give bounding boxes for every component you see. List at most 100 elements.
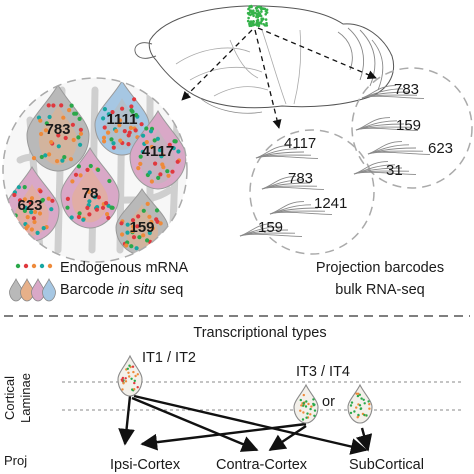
target-ipsi-cortex: Ipsi-Cortex <box>110 457 181 473</box>
mrna-dot <box>76 164 81 169</box>
mrna-dot <box>47 152 52 157</box>
mrna-dot <box>24 226 29 231</box>
mrna-dot <box>111 145 116 150</box>
mrna-dot <box>132 370 135 374</box>
mrna-dot <box>305 416 308 419</box>
legend-dot <box>23 263 29 269</box>
mrna-dot <box>96 167 101 172</box>
mrna-dot <box>102 125 107 130</box>
mrna-dot <box>65 205 70 210</box>
mrna-dot <box>147 214 152 219</box>
mrna-dot <box>175 159 180 164</box>
mrna-dot <box>356 394 360 398</box>
injection-dot <box>254 6 258 10</box>
target-subcortical: SubCortical <box>349 457 424 473</box>
injection-dot <box>249 22 252 26</box>
mrna-dot <box>94 207 99 212</box>
mrna-dot <box>133 379 136 382</box>
neuron-cell <box>94 80 150 156</box>
mrna-dot <box>100 205 106 210</box>
mrna-dot <box>149 144 154 150</box>
mrna-dot <box>125 230 130 235</box>
mrna-dot <box>105 212 110 217</box>
mrna-dot <box>349 411 353 415</box>
projection-fan <box>261 176 325 190</box>
mrna-dot <box>39 154 44 160</box>
legend-barcode-prefix: Barcode <box>60 282 118 298</box>
mrna-dot <box>101 135 107 140</box>
mrna-dot <box>12 192 17 198</box>
cell-barcode-label: 1111 <box>107 111 138 128</box>
injection-dot <box>261 17 264 21</box>
cell-barcode-label: 783 <box>45 121 70 138</box>
mrna-dot <box>125 222 130 227</box>
mrna-dot <box>12 220 18 225</box>
mrna-dot <box>131 365 135 368</box>
mrna-dot <box>312 404 315 407</box>
cell-barcode-label: 623 <box>17 197 42 214</box>
mrna-dot <box>368 403 371 406</box>
mrna-dot <box>368 407 371 410</box>
mrna-dot <box>102 139 107 144</box>
mrna-dot <box>47 114 52 120</box>
mrna-dot <box>132 97 137 102</box>
legend-dot <box>39 263 45 269</box>
it34-to-contra <box>268 425 307 451</box>
mrna-dot <box>173 139 178 144</box>
mrna-dot <box>78 173 83 178</box>
mrna-dot <box>141 233 146 238</box>
mrna-dot <box>133 381 136 385</box>
mrna-dot <box>67 108 72 113</box>
brain-internal-lines <box>175 29 302 105</box>
mrna-dot <box>158 172 163 177</box>
mrna-dot <box>92 195 98 200</box>
projection-fan <box>239 223 303 237</box>
panel-right-border <box>351 67 473 189</box>
mrna-dot <box>312 398 315 401</box>
mrna-dot <box>78 131 84 136</box>
mrna-dot <box>151 244 156 249</box>
legend-endogenous-text: Endogenous mRNA <box>60 260 188 276</box>
mrna-dot <box>133 388 136 391</box>
mrna-dot <box>25 215 30 220</box>
mrna-dot <box>129 108 134 113</box>
injection-dot <box>259 6 262 9</box>
mrna-dot <box>170 169 175 174</box>
mrna-dot <box>147 170 152 175</box>
mrna-dot <box>41 226 46 231</box>
mrna-dot <box>149 219 154 225</box>
projection-arrows <box>181 27 377 129</box>
mrna-dot <box>17 198 23 203</box>
injection-dot <box>257 24 261 28</box>
mrna-dot <box>29 196 35 201</box>
projection-fan <box>367 141 431 155</box>
mrna-dot <box>121 388 124 391</box>
injection-dot <box>253 23 257 26</box>
barcode-label: 159 <box>396 117 421 134</box>
mrna-dot <box>126 367 129 370</box>
cell-barcode-label: 159 <box>129 219 154 236</box>
injection-dot <box>256 9 259 12</box>
mrna-dot <box>29 227 34 232</box>
mrna-dot <box>301 418 305 421</box>
mrna-dot <box>76 214 81 220</box>
injection-dot <box>250 10 253 14</box>
mrna-dot <box>78 127 83 132</box>
mrna-dot <box>56 133 61 138</box>
mrna-dot <box>300 404 303 407</box>
mrna-dot <box>121 376 125 380</box>
injection-dot <box>264 13 268 16</box>
mrna-dot <box>114 128 119 134</box>
brain-outline <box>148 5 395 109</box>
mrna-dot <box>37 211 43 216</box>
transcriptional-types-panel: Transcriptional types Cortical Laminae P… <box>2 325 464 473</box>
mrna-dot <box>68 157 74 162</box>
cerebellum-folds <box>337 27 384 91</box>
mrna-dot <box>130 377 133 380</box>
cell-panel-border <box>2 77 188 263</box>
mrna-dot <box>110 205 115 210</box>
barcode-label: 623 <box>428 140 453 157</box>
mrna-dot <box>306 412 309 415</box>
